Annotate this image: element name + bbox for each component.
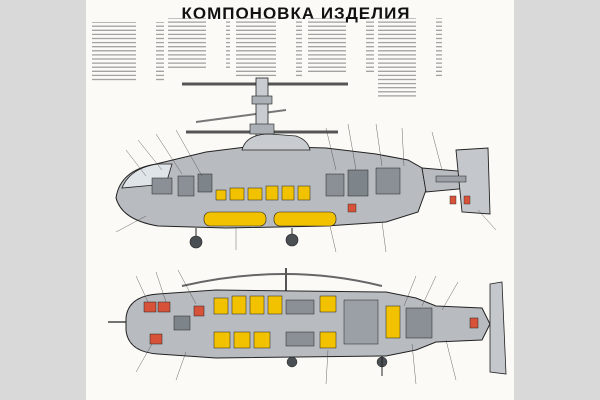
equipment-block-4 <box>375 167 401 195</box>
legend-lines-4 <box>308 18 374 74</box>
engine-cowling <box>241 133 311 151</box>
rotor-blade-perspective <box>195 109 287 123</box>
fuel-tank-front <box>203 211 267 227</box>
seat-4 <box>149 333 163 345</box>
top-callout-lines <box>135 269 459 385</box>
top-yellow-4 <box>267 295 283 315</box>
top-gray-3 <box>343 299 379 345</box>
top-yellow-9 <box>319 331 337 349</box>
legend-lines-5 <box>378 18 442 78</box>
yellow-block-6 <box>297 185 311 201</box>
yellow-block-3 <box>247 187 263 201</box>
yellow-block-2 <box>229 187 245 201</box>
pilot-seat-area <box>151 177 173 195</box>
top-gray-4 <box>405 307 433 339</box>
top-wheel-left <box>286 356 298 368</box>
legend-lines-3 <box>236 18 302 78</box>
seat-1 <box>143 301 157 313</box>
rotor-hub-lower <box>249 123 275 135</box>
fuel-tank-rear <box>273 211 337 227</box>
horizontal-stabilizer <box>489 281 507 375</box>
top-yellow-2 <box>231 295 247 315</box>
legend-lines-1 <box>92 22 164 82</box>
seat-2 <box>157 301 171 313</box>
side-view <box>115 77 497 253</box>
top-gray-2 <box>285 331 315 347</box>
top-yellow-6 <box>233 331 251 349</box>
yellow-block-5 <box>281 185 295 201</box>
top-yellow-7 <box>253 331 271 349</box>
red-item-top <box>469 317 479 329</box>
yellow-block-4 <box>265 185 279 201</box>
legend-lines-6 <box>378 78 434 98</box>
top-view <box>108 268 507 385</box>
top-gray-5 <box>173 315 191 331</box>
top-yellow-3 <box>249 295 265 315</box>
avionics-rack <box>177 175 195 197</box>
top-yellow-1 <box>213 297 229 315</box>
tail-stabilizer <box>435 175 467 183</box>
top-yellow-5 <box>213 331 231 349</box>
legend-lines-2 <box>168 18 230 70</box>
rotor-hub-upper <box>251 95 273 105</box>
top-rotor-blade <box>181 273 383 287</box>
red-item-3 <box>463 195 471 205</box>
side-callout-lines <box>115 123 497 253</box>
poster-sheet: КОМПОНОВКА ИЗДЕЛИЯ <box>86 0 514 400</box>
front-wheel <box>189 235 203 249</box>
helicopter-layout-drawing <box>92 18 507 385</box>
main-wheel <box>285 233 299 247</box>
red-item-2 <box>449 195 457 205</box>
equipment-block-1 <box>197 173 213 193</box>
top-gray-1 <box>285 299 315 315</box>
top-yellow-8 <box>319 295 337 313</box>
yellow-block-1 <box>215 189 227 201</box>
equipment-block-3 <box>347 169 369 197</box>
top-yellow-10 <box>385 305 401 339</box>
red-item-1 <box>347 203 357 213</box>
equipment-block-2 <box>325 173 345 197</box>
seat-3 <box>193 305 205 317</box>
